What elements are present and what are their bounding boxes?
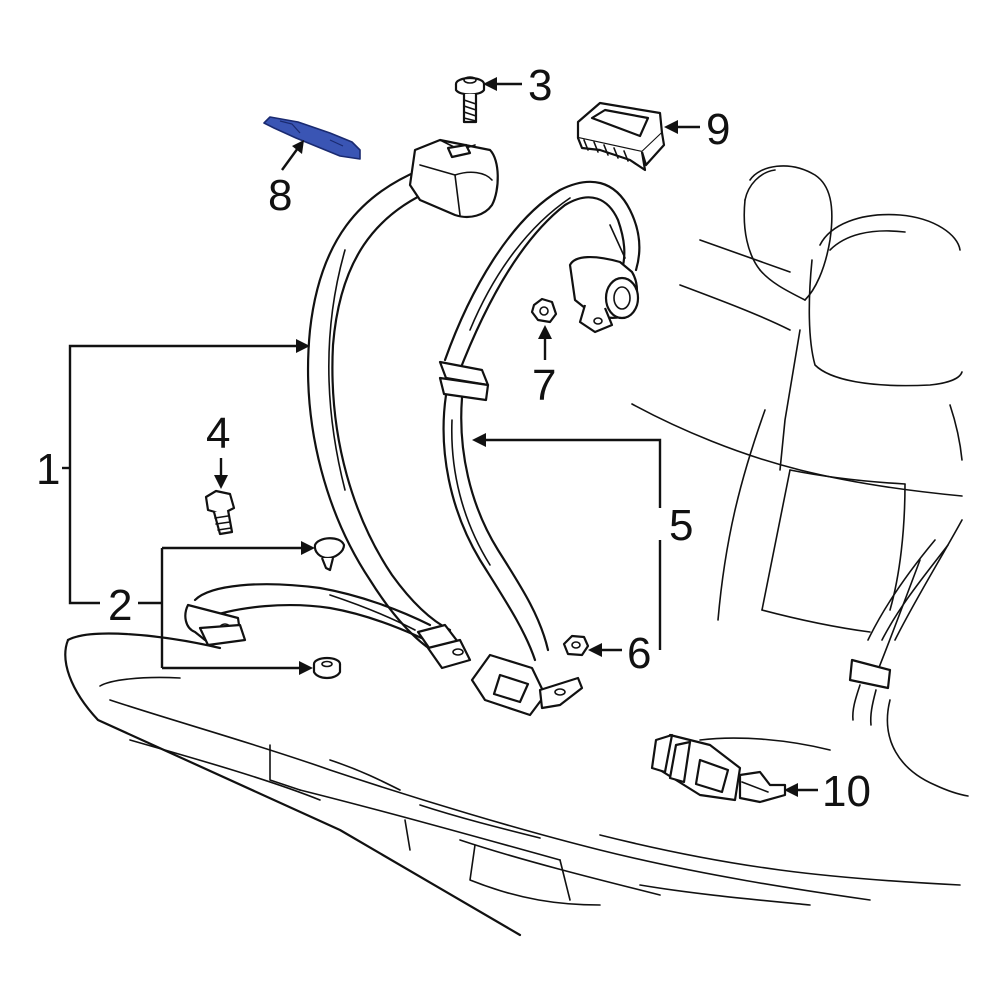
callout-1: 1 (36, 445, 60, 494)
callout-9: 9 (706, 105, 730, 154)
callout-10: 10 (822, 767, 871, 816)
belt-assembly-left (184, 138, 499, 670)
nut-part-7 (530, 297, 558, 324)
callout-labels: 1 2 3 4 5 6 7 8 9 10 (36, 61, 871, 816)
cover-part-9 (576, 101, 666, 172)
clip-part-2 (313, 537, 346, 572)
callout-8: 8 (268, 171, 292, 220)
bolt-part-3 (454, 76, 486, 124)
spacer-part-2 (312, 656, 342, 680)
belt-assembly-right (438, 180, 641, 717)
callout-2: 2 (108, 581, 132, 630)
bracket-part-8 (263, 116, 361, 160)
callout-4: 4 (206, 409, 230, 458)
callout-6: 6 (627, 629, 651, 678)
seat-cushion (64, 632, 961, 937)
bolt-part-4 (204, 489, 236, 536)
seat-back (631, 165, 969, 797)
nut-part-6 (562, 634, 590, 657)
callout-5: 5 (669, 501, 693, 550)
callout-7: 7 (532, 361, 556, 410)
buckle-part-10 (650, 733, 787, 804)
leader-lines (62, 77, 818, 797)
callout-3: 3 (528, 61, 552, 110)
